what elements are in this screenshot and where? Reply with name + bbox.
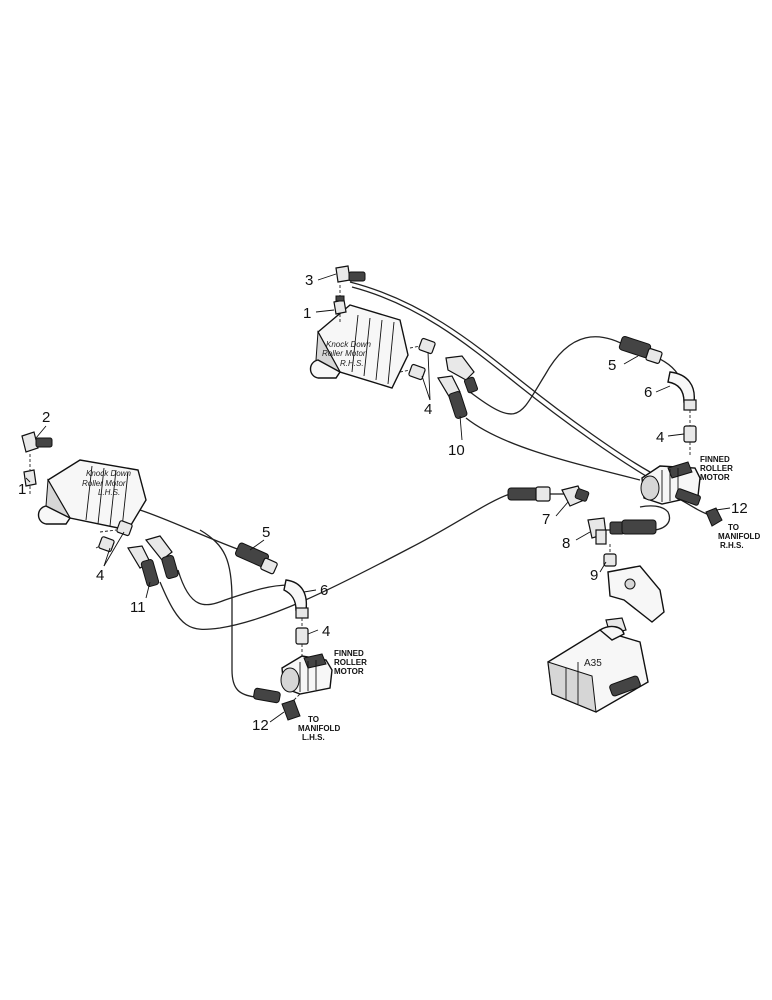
knock-down-roller-motor-lhs: Knock Down Roller Motor L.H.S. (37, 459, 147, 531)
callout-7: 7 (542, 511, 550, 528)
callout-10: 10 (448, 442, 465, 459)
callout-4-lower-right: 4 (322, 623, 330, 640)
callout-1-lower: 1 (18, 481, 26, 498)
fitting-12-lower (281, 693, 301, 721)
control-valve-a35: A35 (547, 625, 649, 713)
svg-text:ROLLER: ROLLER (700, 464, 733, 473)
hose-upper-motor-loop-to-5 (469, 336, 631, 415)
callout-1-upper: 1 (303, 305, 311, 322)
svg-text:FINNED: FINNED (334, 649, 364, 658)
pipe-end-center (507, 486, 551, 502)
svg-text:TO: TO (308, 715, 319, 724)
fitting-9 (603, 544, 617, 567)
hose-11-loop (159, 493, 511, 631)
motor-lhs-plate-line2: Roller Motor (82, 479, 126, 488)
callout-leaders (25, 273, 731, 723)
fitting-3-elbow (335, 265, 366, 283)
callout-3: 3 (305, 272, 313, 289)
note-finned-roller-motor-upper: FINNED ROLLER MOTOR (700, 455, 733, 482)
callout-9: 9 (590, 567, 598, 584)
callout-4-upper-right: 4 (656, 429, 664, 446)
callout-12-lower: 12 (252, 717, 269, 734)
fitting-1-lower (23, 454, 37, 494)
fitting-1-upper (333, 285, 347, 322)
callout-6-lower: 6 (320, 582, 328, 599)
motor-rhs-plate-line3: R.H.S. (340, 359, 364, 368)
callout-4-upper-mid: 4 (424, 401, 432, 418)
svg-text:MANIFOLD: MANIFOLD (298, 724, 340, 733)
elbow-6-lower (283, 579, 309, 619)
note-finned-roller-motor-lower: FINNED ROLLER MOTOR (334, 649, 367, 676)
fittings-4-upper-pair (399, 337, 436, 381)
fitting-7-elbow (561, 485, 590, 507)
fitting-12-upper (705, 507, 723, 527)
finned-roller-motor-lower (280, 653, 333, 695)
svg-text:MOTOR: MOTOR (700, 473, 730, 482)
callout-5-lower: 5 (262, 524, 270, 541)
knock-down-roller-motor-rhs: Knock Down Roller Motor R.H.S. (309, 304, 409, 389)
svg-text:R.H.S.: R.H.S. (720, 541, 744, 550)
hose-end-11 (140, 559, 160, 587)
hose-upper-long-to-valve (639, 505, 671, 531)
fitting-2-elbow (21, 431, 53, 453)
hose-end-10 (448, 391, 468, 419)
callout-8: 8 (562, 535, 570, 552)
pipe-end-5-upper (618, 335, 663, 364)
callout-2: 2 (42, 409, 50, 426)
callout-numbers: 1 3 5 6 4 10 4 12 7 8 9 2 1 4 11 5 6 4 1… (18, 272, 748, 734)
note-to-manifold-lhs: TO MANIFOLD L.H.S. (298, 715, 340, 742)
valve-elbow-block (605, 565, 665, 635)
pipe-end-5-lower (234, 542, 278, 575)
pipe-lhs-motor-to-fitting-12-lower (199, 529, 256, 698)
motor-lhs-plate-line1: Knock Down (86, 469, 131, 478)
pipe-upper-fitting3-to-finned-motor (349, 281, 651, 473)
svg-text:ROLLER: ROLLER (334, 658, 367, 667)
motor-rhs-plate-line1: Knock Down (326, 340, 371, 349)
callout-4-lower-left: 4 (96, 567, 104, 584)
elbow-6-upper (667, 371, 697, 411)
motor-rhs-plate-line2: Roller Motor (322, 349, 366, 358)
pipe-upper-fitting3-offset (351, 286, 647, 477)
fitting-4-upper-right (683, 410, 697, 456)
callout-11: 11 (130, 599, 146, 616)
pipe-lhs-motor-to-pipe-5-lower (139, 509, 241, 551)
hose-lower-loop-to-6 (177, 569, 291, 606)
pipe-end-lower-to-12 (253, 687, 281, 704)
motor-lhs-plate-line3: L.H.S. (98, 488, 120, 497)
callout-5-upper: 5 (608, 357, 616, 374)
svg-text:FINNED: FINNED (700, 455, 730, 464)
svg-text:L.H.S.: L.H.S. (302, 733, 325, 742)
note-to-manifold-rhs: TO MANIFOLD R.H.S. (718, 523, 760, 550)
callout-12-upper: 12 (731, 500, 748, 517)
fitting-8-tee (587, 517, 657, 545)
svg-text:MANIFOLD: MANIFOLD (718, 532, 760, 541)
svg-text:TO: TO (728, 523, 739, 532)
finned-roller-motor-upper (640, 461, 701, 506)
hose-10-to-finned-motor (465, 417, 641, 481)
fitting-4-lower-right (295, 618, 309, 656)
svg-text:MOTOR: MOTOR (334, 667, 364, 676)
callout-6-upper: 6 (644, 384, 652, 401)
valve-label: A35 (584, 658, 602, 669)
